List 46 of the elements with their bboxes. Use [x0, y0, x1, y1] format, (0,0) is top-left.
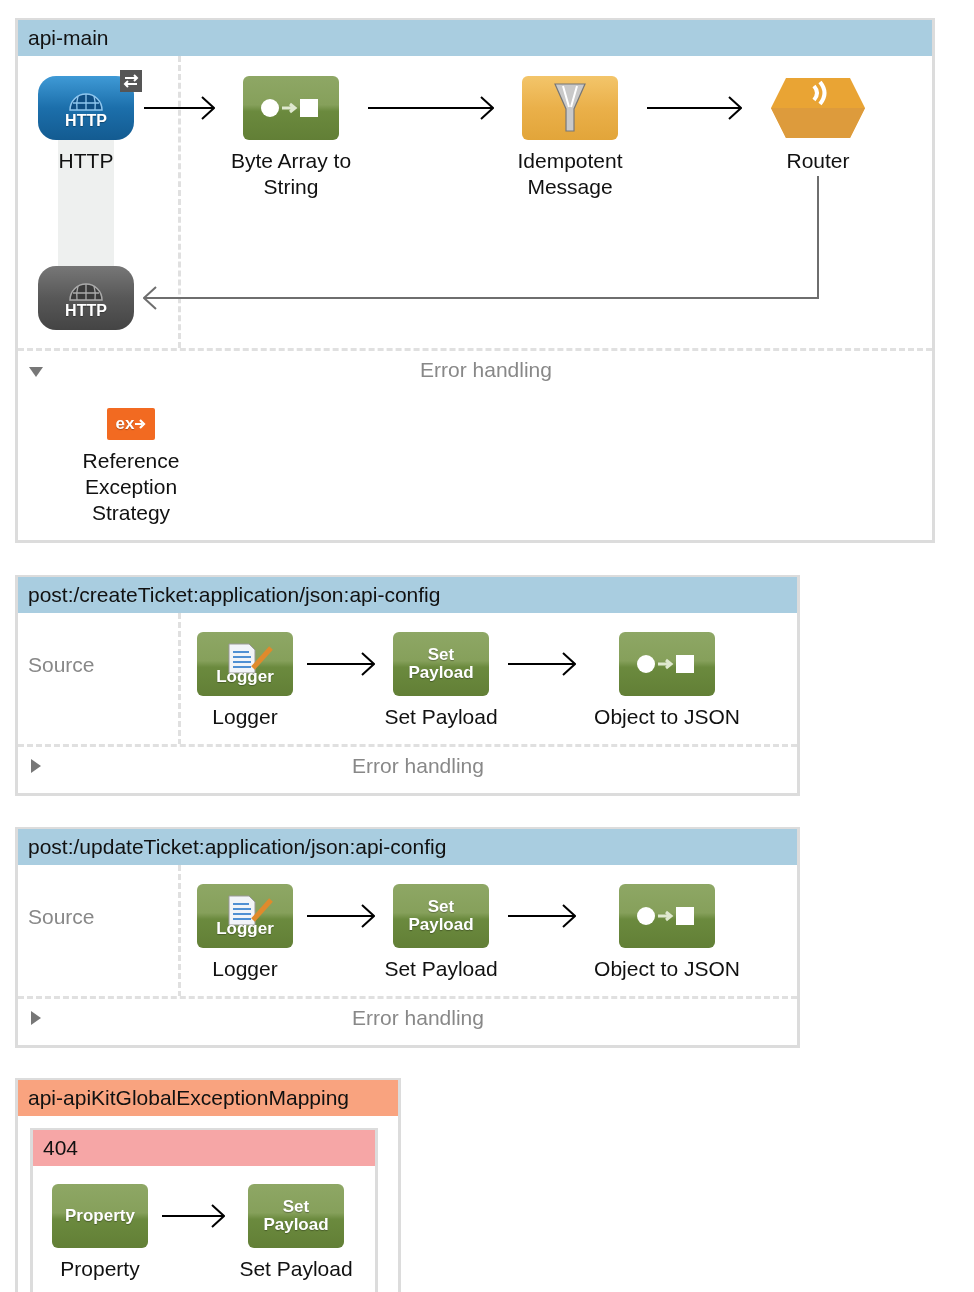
component-label: Router: [786, 148, 850, 174]
flow-container: [30, 1128, 378, 1292]
component-label: Set Payload: [384, 956, 498, 982]
source-label: Source: [28, 653, 95, 677]
tile-text: Property: [64, 1207, 136, 1225]
arrow: [306, 904, 375, 928]
arrow: [507, 652, 576, 676]
component-label: Set Payload: [384, 704, 498, 730]
tile-text: ex: [115, 415, 135, 433]
component-label: Object to JSON: [594, 704, 740, 730]
arrow: [161, 1204, 225, 1228]
component-label: Set Payload: [239, 1256, 353, 1282]
source-label: Source: [28, 905, 95, 929]
component-label: HTTP: [58, 148, 114, 174]
component-label: Idempotent Message: [516, 148, 624, 200]
component-label: Reference Exception Strategy: [81, 448, 181, 526]
flow-header: api-apiKitGlobalExceptionMapping: [18, 1080, 398, 1116]
tile-text: Set Payload: [407, 898, 475, 934]
flow-header: post:/createTicket:application/json:api-config: [18, 577, 797, 613]
flow-header: post:/updateTicket:application/json:api-config: [18, 829, 797, 865]
flow-container: [15, 575, 800, 796]
arrow: [143, 175, 819, 310]
flow-container: [15, 827, 800, 1048]
arrow: [367, 96, 494, 120]
tile-text: HTTP: [65, 302, 107, 320]
tile-text: Logger: [216, 920, 274, 938]
flow-container: [15, 18, 935, 543]
component-label: Logger: [212, 704, 278, 730]
component-label: Byte Array to String: [229, 148, 353, 200]
component-label: Property: [60, 1256, 140, 1282]
tile-text: Set Payload: [407, 646, 475, 682]
tile-text: Logger: [216, 668, 274, 686]
arrow: [306, 652, 375, 676]
arrow: [507, 904, 576, 928]
flow-container: [15, 1078, 401, 1292]
flow-header: 404: [33, 1130, 375, 1166]
arrow: [646, 96, 742, 120]
tile-text: Set Payload: [262, 1198, 330, 1234]
flow-header: api-main: [18, 20, 932, 56]
component-label: Logger: [212, 956, 278, 982]
section-title: Error handling: [351, 754, 485, 778]
tile-text: HTTP: [65, 112, 107, 130]
component-label: Object to JSON: [594, 956, 740, 982]
section-title: Error handling: [351, 1006, 485, 1030]
arrow: [143, 96, 215, 120]
section-title: Error handling: [419, 358, 553, 382]
